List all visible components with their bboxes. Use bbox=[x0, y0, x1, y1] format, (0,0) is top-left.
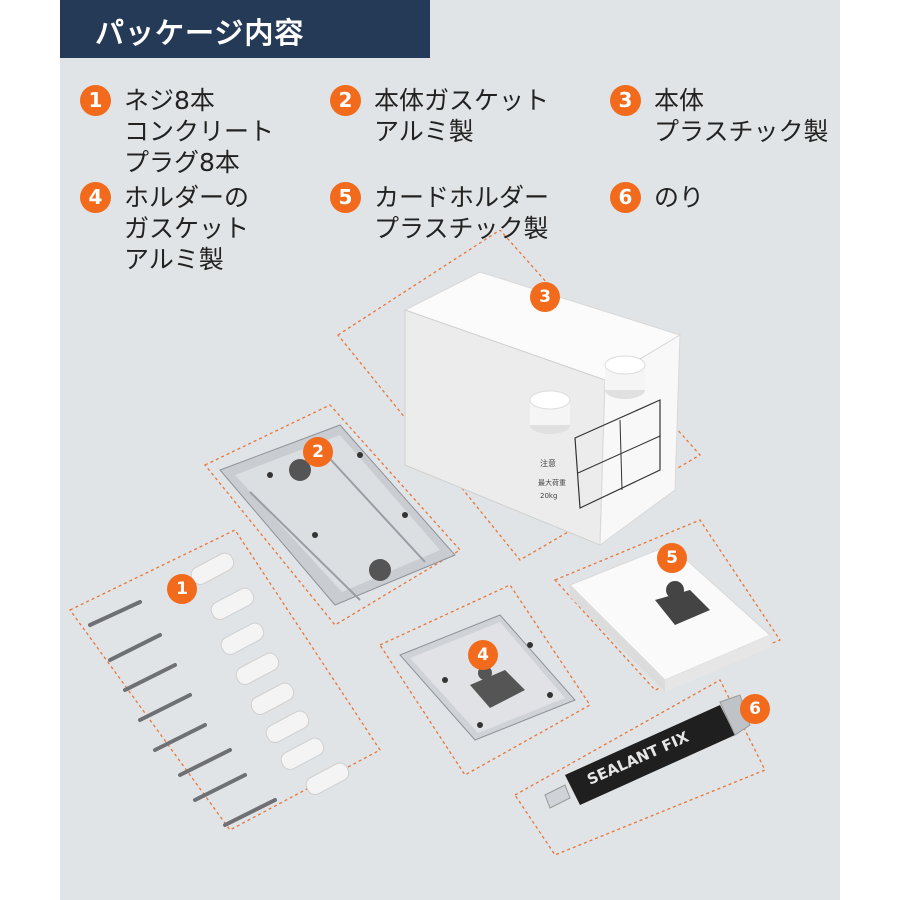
item-label: カードホルダー プラスチック製 bbox=[374, 183, 550, 243]
item-label: のり bbox=[654, 183, 705, 212]
item-number-badge: 2 bbox=[330, 85, 361, 116]
badge-5: 5 bbox=[657, 543, 687, 573]
holder-gasket-plate bbox=[399, 614, 576, 741]
main-body-box: 注意 最大荷重 20kg bbox=[403, 271, 682, 547]
item-number-badge: 5 bbox=[330, 182, 361, 213]
glue-tube: SEALANT FIX bbox=[544, 694, 751, 809]
item-label: ホルダーの ガスケット アルミ製 bbox=[124, 183, 250, 274]
item-number-badge: 6 bbox=[610, 182, 641, 213]
badge-1: 1 bbox=[167, 574, 197, 604]
item-label: ネジ8本 コンクリート プラグ8本 bbox=[124, 86, 275, 177]
item-number-badge: 4 bbox=[80, 182, 111, 213]
badge-6: 6 bbox=[740, 694, 770, 724]
badge-3: 3 bbox=[530, 282, 560, 312]
page-title: パッケージ内容 bbox=[95, 16, 305, 50]
title-banner bbox=[60, 0, 430, 58]
box-warning-text: 注意 bbox=[540, 458, 556, 468]
screws-and-plugs bbox=[88, 552, 350, 827]
badge-4: 4 bbox=[468, 640, 498, 670]
item-label: 本体ガスケット アルミ製 bbox=[374, 86, 550, 146]
box-weight-text: 20kg bbox=[540, 492, 557, 500]
body-gasket-plate bbox=[219, 424, 456, 606]
item-label: 本体 プラスチック製 bbox=[654, 86, 829, 146]
card-holder-plate bbox=[569, 544, 771, 692]
badge-2: 2 bbox=[303, 437, 333, 467]
title-banner-shape bbox=[60, 0, 430, 58]
product-illustration: 注意 最大荷重 20kg bbox=[69, 230, 781, 856]
item-number-badge: 1 bbox=[80, 85, 111, 116]
item-number-badge: 3 bbox=[610, 85, 641, 116]
box-load-text: 最大荷重 bbox=[538, 478, 566, 487]
